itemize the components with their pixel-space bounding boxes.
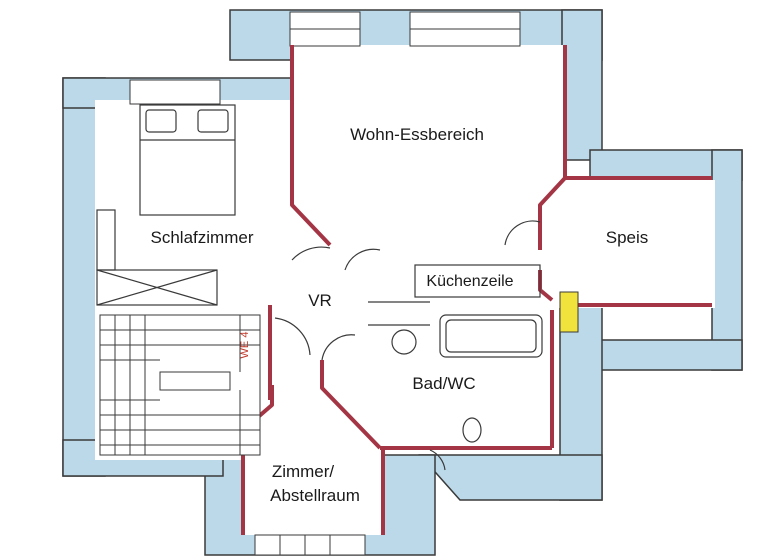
label-kitchenette: Küchenzeile	[426, 273, 513, 290]
highlight-marker	[559, 291, 579, 333]
interior-lines	[96, 104, 543, 471]
label-pantry: Speis	[606, 228, 649, 247]
label-bath: Bad/WC	[412, 374, 475, 393]
label-storage-line2: Abstellraum	[270, 486, 360, 505]
label-hall: VR	[308, 291, 332, 310]
windows	[129, 11, 521, 556]
inner-walls	[241, 45, 712, 535]
stair-marker: WE 4	[239, 332, 251, 359]
floor-areas	[95, 45, 715, 535]
label-storage-line1: Zimmer/	[272, 462, 335, 481]
label-bedroom: Schlafzimmer	[151, 228, 254, 247]
label-living-room: Wohn-Essbereich	[350, 125, 484, 144]
staircase	[99, 314, 261, 456]
